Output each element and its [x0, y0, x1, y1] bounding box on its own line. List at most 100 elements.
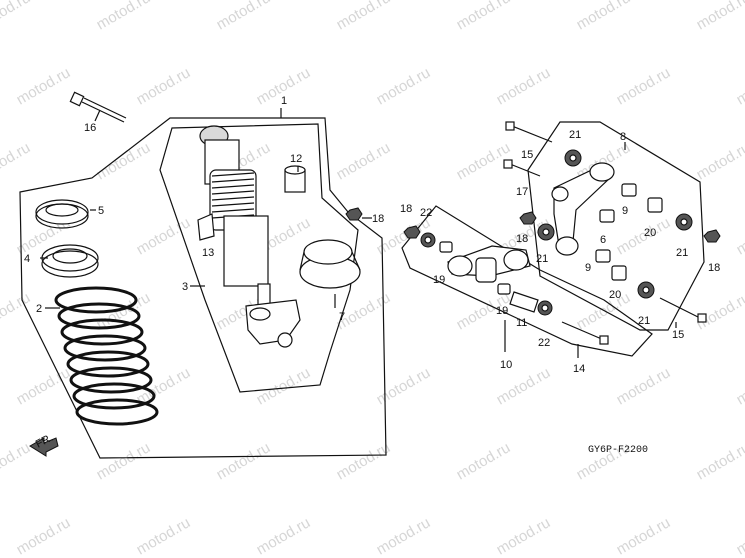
spring-coil	[66, 350, 150, 378]
link-assembly-frame	[401, 205, 653, 357]
bushings-9-6-20	[595, 183, 663, 281]
watermark-text: motod.ru	[14, 514, 74, 558]
watermark-text: motod.ru	[574, 0, 634, 33]
part-label-11: 11	[516, 317, 527, 329]
watermark-text: motod.ru	[374, 364, 434, 408]
watermark-text: motod.ru	[734, 514, 745, 558]
watermark-text: motod.ru	[374, 64, 434, 108]
watermark-text: motod.ru	[14, 64, 74, 108]
damper-rib	[211, 190, 255, 195]
damper-rib	[211, 208, 255, 213]
damper-rib	[211, 178, 255, 183]
adjuster-nut-4	[41, 244, 99, 278]
spring-coil	[54, 286, 138, 314]
watermark-text: motod.ru	[134, 514, 194, 558]
watermark-text: motod.ru	[334, 0, 394, 33]
watermark-text: motod.ru	[334, 439, 394, 483]
part-label-6: 6	[600, 234, 606, 246]
damper-rib	[211, 172, 255, 177]
spring-coil	[69, 366, 153, 394]
part-label-22b: 22	[538, 337, 550, 349]
spring-coil	[60, 318, 144, 346]
watermark-text: motod.ru	[134, 64, 194, 108]
watermark-text: motod.ru	[94, 0, 154, 33]
part-labels: 1 2 3 4 5 6 7 8 9 9 10 11 12 13 14 15 15…	[24, 95, 720, 375]
part-label-21a: 21	[569, 129, 581, 141]
spring-coil	[57, 302, 141, 330]
part-label-19b: 19	[496, 305, 508, 317]
part-label-19a: 19	[433, 274, 445, 286]
damper-3	[199, 125, 301, 348]
spring-coil	[75, 398, 159, 426]
watermark-text: motod.ru	[254, 514, 314, 558]
spring-2	[54, 286, 159, 426]
part-label-21c: 21	[676, 247, 688, 259]
watermark-text: motod.ru	[374, 514, 434, 558]
part-label-16: 16	[84, 122, 96, 134]
watermark-text: motod.ru	[614, 514, 674, 558]
watermark-text: motod.ru	[0, 439, 33, 483]
part-label-3: 3	[182, 281, 188, 293]
part-label-18c: 18	[516, 233, 528, 245]
watermark-text: motod.ru	[574, 289, 634, 333]
watermark-text: motod.ru	[0, 289, 33, 333]
part-label-8: 8	[620, 131, 626, 143]
bushings-19	[439, 241, 511, 295]
watermark-text: motod.ru	[694, 439, 745, 483]
front-marker	[29, 437, 59, 457]
arm-assembly-frame	[527, 121, 705, 331]
spring-coil	[72, 382, 156, 410]
watermark-text: motod.ru	[694, 289, 745, 333]
watermark-text: motod.ru	[694, 139, 745, 183]
part-label-15b: 15	[672, 329, 684, 341]
watermark-text: motod.ru	[454, 439, 514, 483]
part-label-5: 5	[98, 205, 104, 217]
spring-coil	[63, 334, 147, 362]
watermark-text: motod.ru	[494, 514, 554, 558]
bolt-16	[69, 91, 127, 123]
part-label-10: 10	[500, 359, 512, 371]
watermark-text: motod.ru	[454, 0, 514, 33]
seals-22	[420, 232, 553, 316]
watermark-text: motod.ru	[334, 139, 394, 183]
part-label-20b: 20	[609, 289, 621, 301]
damper-rib	[211, 196, 255, 201]
nut-18	[345, 207, 721, 243]
watermark-text: motod.ru	[614, 364, 674, 408]
shock-inner-frame	[159, 123, 359, 393]
link-10	[447, 245, 531, 283]
watermark-text: motod.ru	[0, 139, 33, 183]
arm-8	[551, 162, 615, 256]
watermark-text: motod.ru	[214, 439, 274, 483]
part-label-9b: 9	[585, 262, 591, 274]
part-label-17: 17	[516, 186, 528, 198]
leader-lines	[40, 108, 677, 358]
part-label-15a: 15	[521, 149, 533, 161]
part-label-21b: 21	[536, 253, 548, 265]
diagram-code: GY6P-F2200	[588, 445, 648, 456]
watermark-text: motod.ru	[614, 64, 674, 108]
dust-cover-7	[299, 239, 361, 289]
parts-drawing	[29, 91, 721, 457]
watermark-text: motod.ru	[94, 139, 154, 183]
watermark-text: motod.ru	[734, 214, 745, 258]
part-label-7: 7	[339, 311, 345, 323]
watermark-text: motod.ru	[734, 64, 745, 108]
part-label-18d: 18	[708, 262, 720, 274]
part-label-20a: 20	[644, 227, 656, 239]
watermark-text: motod.ru	[694, 0, 745, 33]
collar-11	[509, 291, 539, 313]
part-label-12: 12	[290, 153, 302, 165]
part-label-1: 1	[281, 95, 287, 107]
part-label-9a: 9	[622, 205, 628, 217]
damper-rib	[211, 184, 255, 189]
seals-21	[537, 149, 693, 299]
part-label-18b: 18	[400, 203, 412, 215]
part-label-14: 14	[573, 363, 585, 375]
part-label-2: 2	[36, 303, 42, 315]
watermark-text: motod.ru	[494, 64, 554, 108]
part-label-18a: 18	[372, 213, 384, 225]
watermark-text: motod.ru	[0, 0, 33, 33]
